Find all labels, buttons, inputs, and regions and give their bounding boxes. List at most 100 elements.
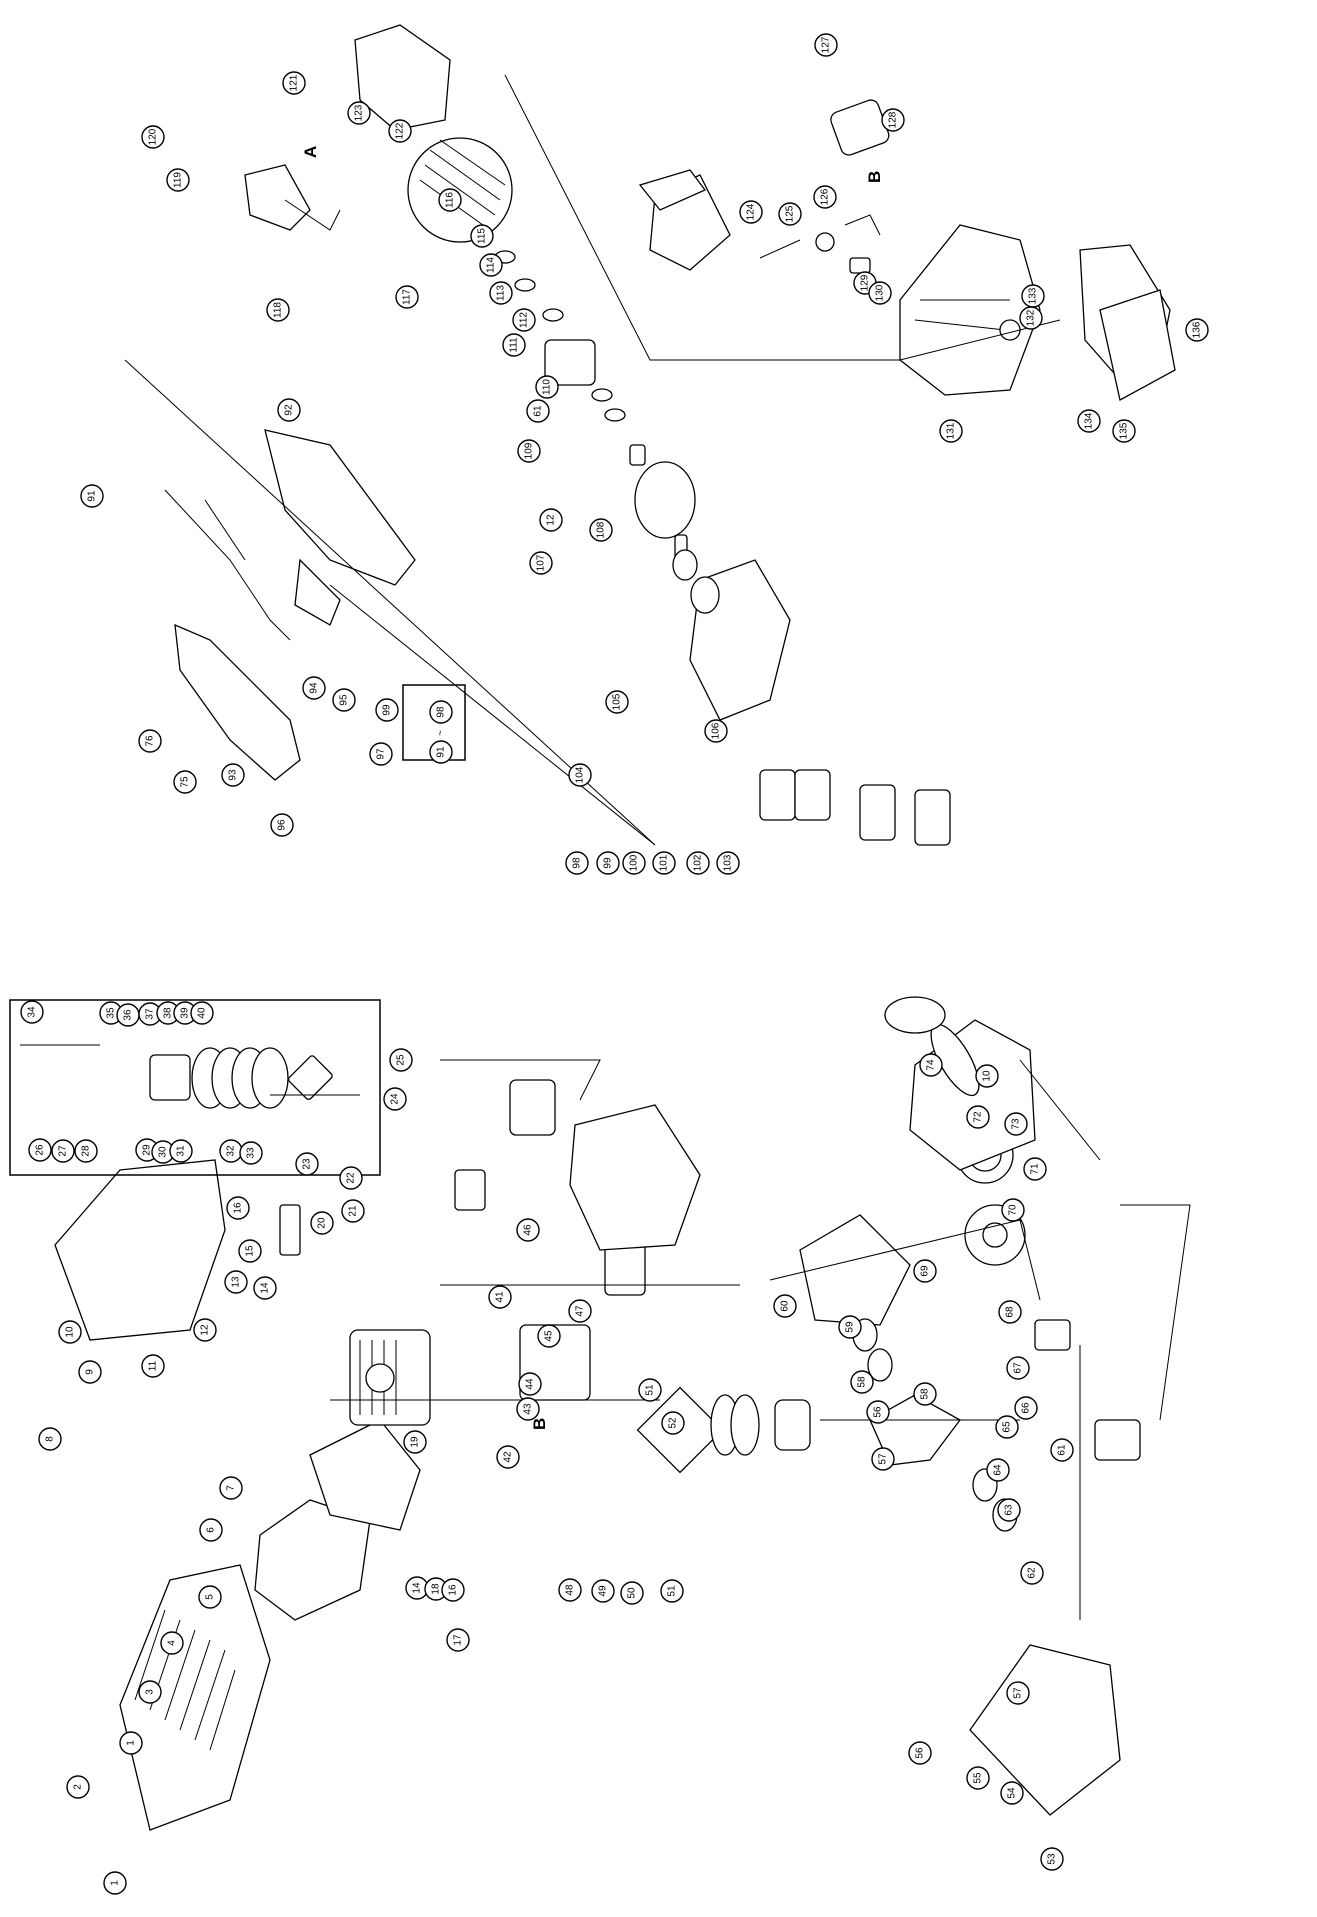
callout-20: 20 — [310, 1211, 334, 1235]
callout-number: 57 — [1013, 1687, 1024, 1699]
callout-128: 128 — [881, 108, 905, 132]
air-cleaner-cover-part — [569, 1104, 701, 1251]
callout-circle — [997, 1498, 1021, 1522]
heat-shield-part — [309, 1419, 421, 1531]
callout-number: 70 — [1008, 1204, 1019, 1216]
callout-circle — [919, 1053, 943, 1077]
callout-circle — [516, 1218, 540, 1242]
callout-number: 124 — [746, 203, 757, 220]
callout-45: 45 — [537, 1324, 561, 1348]
callout-number: 95 — [339, 694, 350, 706]
callout-70: 70 — [1001, 1198, 1025, 1222]
callout-circle — [310, 1211, 334, 1235]
callout-number: 129 — [860, 274, 871, 291]
callout-circle — [347, 101, 371, 125]
callout-circle — [881, 108, 905, 132]
callout-112: 112 — [512, 308, 536, 332]
callout-108: 108 — [589, 518, 613, 542]
callout-number: 36 — [123, 1009, 134, 1021]
callout-number: 37 — [145, 1008, 156, 1020]
callout-number: 118 — [273, 302, 284, 318]
callout-number: 109 — [524, 442, 535, 459]
callout-number: 60 — [780, 1300, 791, 1312]
callout-number: 100 — [629, 854, 640, 871]
marker-b-upper: B — [865, 171, 884, 183]
callout-circle — [138, 729, 162, 753]
callout-62: 62 — [1020, 1561, 1044, 1585]
callout-number: 96 — [277, 819, 288, 831]
callout-circle — [1050, 1438, 1074, 1462]
callout-131: 131 — [939, 419, 963, 443]
insulator-part — [454, 1169, 486, 1211]
callout-43: 43 — [516, 1397, 540, 1421]
throttle-handle-part — [174, 623, 301, 781]
callout-19: 19 — [403, 1430, 427, 1454]
callout-number: 128 — [888, 111, 899, 128]
callout-57: 57 — [1006, 1681, 1030, 1705]
callout-11: 11 — [141, 1354, 165, 1378]
callout-circle — [141, 1354, 165, 1378]
callout-61: 61 — [526, 399, 550, 423]
callout-75: 75 — [173, 770, 197, 794]
callout-number: 98 — [572, 857, 583, 869]
callout-122: 122 — [388, 119, 412, 143]
callout-56: 56 — [866, 1400, 890, 1424]
callout-number: 135 — [1119, 422, 1130, 439]
callout-number: 61 — [533, 405, 544, 417]
callout-number: 119 — [173, 172, 184, 188]
callout-12: 12 — [193, 1318, 217, 1342]
callout-circle — [850, 1370, 874, 1394]
callout-27: 27 — [51, 1139, 75, 1163]
callout-number: 73 — [1011, 1118, 1022, 1130]
crankcase-end-part — [354, 24, 451, 131]
callout-number: 20 — [317, 1217, 328, 1229]
piston-part — [774, 1399, 811, 1451]
callout-circle — [1000, 1781, 1024, 1805]
callout-111: 111 — [502, 333, 526, 357]
callout-number: 49 — [598, 1585, 609, 1597]
callout-number: 58 — [857, 1376, 868, 1388]
callout-number: 29 — [142, 1144, 153, 1156]
callout-1: 1 — [119, 1731, 143, 1755]
callout-92: 92 — [277, 398, 301, 422]
callout-number: 76 — [145, 735, 156, 747]
callout-number: 16 — [448, 1584, 459, 1596]
callout-number: 114 — [486, 257, 497, 273]
callout-number: 107 — [536, 554, 547, 571]
callout-number: 56 — [915, 1747, 926, 1759]
callout-13: 13 — [224, 1270, 248, 1294]
callout-number: 12 — [546, 514, 557, 526]
callout-circle — [1020, 1561, 1044, 1585]
callout-121: 121 — [282, 71, 306, 95]
marker-a-upper: A — [301, 146, 320, 158]
callout-number: 122 — [395, 122, 406, 139]
callout-circle — [686, 851, 710, 875]
callout-circle — [193, 1318, 217, 1342]
top-cover-part — [54, 1159, 226, 1341]
callout-circle — [238, 1239, 262, 1263]
callout-circle — [282, 71, 306, 95]
callout-26: 26 — [28, 1138, 52, 1162]
callout-93: 93 — [221, 763, 245, 787]
callout-5: 5 — [198, 1585, 222, 1609]
callout-9: 9 — [78, 1360, 102, 1384]
callout-number: 91 — [87, 490, 98, 502]
callout-48: 48 — [558, 1578, 582, 1602]
callout-circle — [813, 185, 837, 209]
callout-number: 61 — [1057, 1444, 1068, 1456]
muffler-part — [254, 1499, 371, 1621]
callout-55: 55 — [966, 1766, 990, 1790]
callout-number: 9 — [85, 1369, 96, 1375]
callout-46: 46 — [516, 1218, 540, 1242]
callout-circle — [998, 1300, 1022, 1324]
callout-21: 21 — [341, 1199, 365, 1223]
callout-94: 94 — [302, 676, 326, 700]
callout-69: 69 — [913, 1259, 937, 1283]
callout-117: 117 — [395, 285, 419, 309]
callout-number: 5 — [205, 1594, 216, 1600]
callout-125: 125 — [778, 202, 802, 226]
callout-circle — [496, 1445, 520, 1469]
callout-circle — [1023, 1157, 1047, 1181]
callout-number: 69 — [920, 1265, 931, 1277]
